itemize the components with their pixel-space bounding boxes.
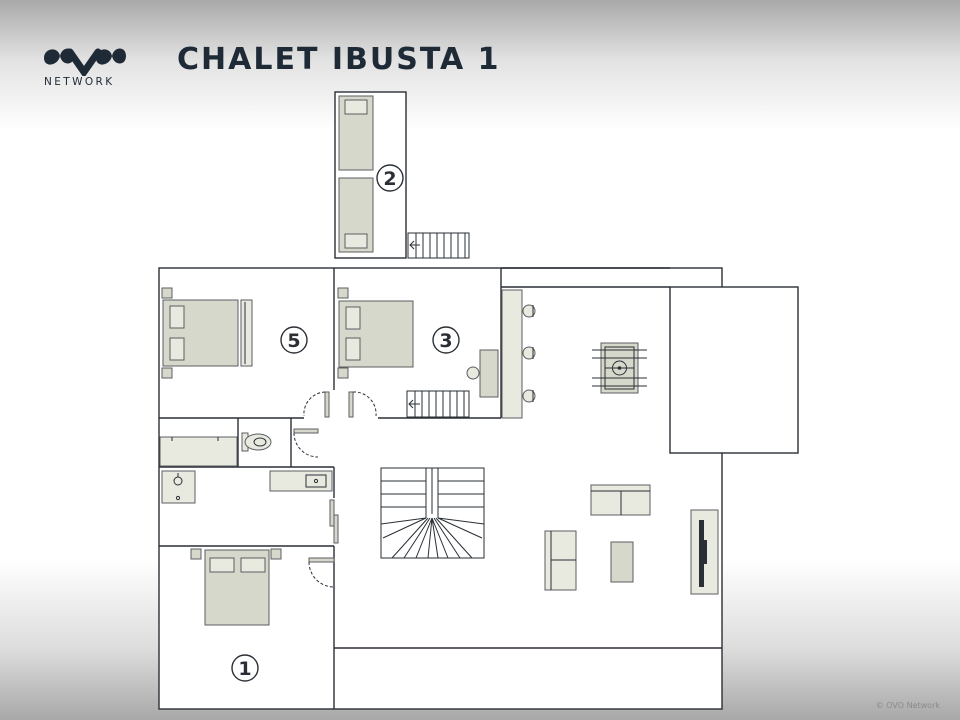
- bar-stool-icon: [522, 304, 536, 403]
- room-number-2: 2: [376, 164, 404, 192]
- room-5: [161, 287, 253, 379]
- room-number-3: 3: [432, 326, 460, 354]
- room-number-1-label: 1: [238, 658, 251, 680]
- living-area: [544, 484, 719, 595]
- stair-room-3: [406, 390, 470, 418]
- room-number-5-label: 5: [287, 330, 300, 352]
- room-2-annex: [334, 91, 470, 259]
- room-number-1: 1: [231, 654, 259, 682]
- room-number-5: 5: [280, 326, 308, 354]
- room-number-2-label: 2: [383, 168, 396, 190]
- room-number-3-label: 3: [439, 330, 452, 352]
- page-title: CHALET IBUSTA 1: [177, 42, 501, 77]
- ovo-logo-icon: [44, 48, 126, 76]
- kitchen-bar: [501, 289, 536, 419]
- logo-text: NETWORK: [44, 76, 115, 88]
- bathroom: [159, 432, 339, 544]
- tv-icon: [690, 509, 719, 595]
- stair-annex: [407, 232, 470, 259]
- main-walls: [158, 267, 799, 710]
- room-1: [190, 548, 335, 626]
- toilet-icon: [241, 432, 272, 452]
- sofa-icon: [544, 484, 651, 591]
- doors-upper: [293, 391, 377, 458]
- ovo-logo: [40, 42, 130, 92]
- main-staircase: [380, 467, 485, 559]
- copyright-text: © OVO Network: [875, 701, 940, 710]
- foosball-table-icon: [592, 342, 647, 394]
- room-3: [337, 287, 499, 418]
